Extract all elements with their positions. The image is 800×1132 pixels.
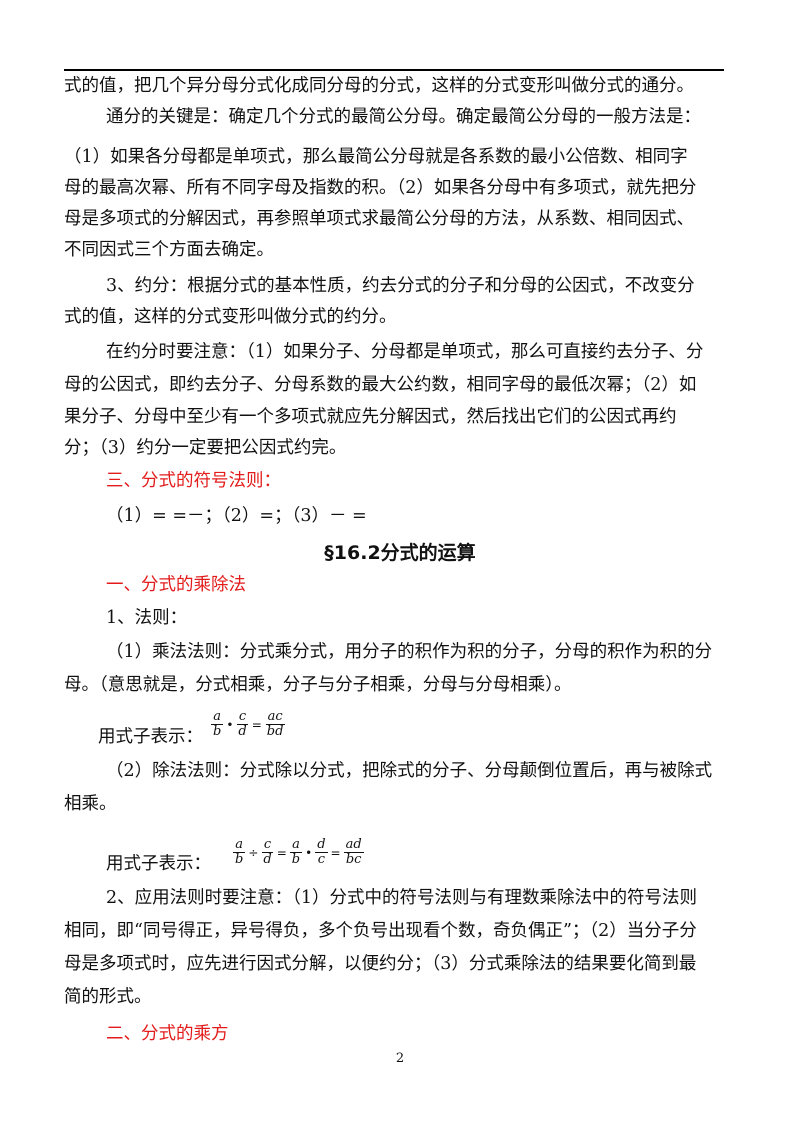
text-line: 在约分时要注意：（1）如果分子、分母都是单项式，那么可直接约去分子、分 (106, 342, 704, 362)
top-rule (64, 69, 724, 71)
text-line: 简的形式。 (64, 987, 152, 1007)
text-line: 2、应用法则时要注意：（1）分式中的符号法则与有理数乘除法中的符号法则 (106, 888, 698, 908)
equals-sign: = (276, 845, 287, 860)
text-line: 式的值，把几个异分母分式化成同分母的分式，这样的分式变形叫做分式的通分。 (64, 76, 694, 96)
text-line: 式的值，这样的分式变形叫做分式的约分。 (64, 307, 397, 327)
text-line: 母的公因式，即约去分子、分母系数的最大公约数，相同字母的最低次幂；（2）如 (64, 375, 697, 395)
subheading-multiply-divide: 一、分式的乘除法 (106, 575, 246, 595)
dot-operator: • (226, 717, 234, 732)
text-line: 母是多项式时，应先进行因式分解，以便约分；（3）分式乘除法的结果要化简到最 (64, 954, 697, 974)
formula-label: 用式子表示： (98, 727, 203, 747)
subheading-power: 二、分式的乘方 (106, 1024, 229, 1044)
text-line: 分；（3）约分一定要把公因式约完。 (64, 438, 347, 458)
text-line: 3、约分：根据分式的基本性质，约去分式的分子和分母的公因式，不改变分 (106, 276, 695, 296)
text-line: 果分子、分母中至少有一个多项式就应先分解因式，然后找出它们的公因式再约 (64, 407, 677, 427)
text-line: 相同，即“同号得正，异号得负，多个负号出现看个数，奇负偶正”；（2）当分子分 (64, 921, 697, 941)
section-title: §16.2分式的运算 (324, 542, 476, 564)
text-line: 相乘。 (64, 794, 117, 814)
text-line: 通分的关键是：确定几个分式的最简公分母。确定最简公分母的一般方法是： (106, 107, 701, 127)
page-number: 2 (395, 1051, 405, 1066)
equals-sign: = (251, 717, 262, 732)
text-line: 母是多项式的分解因式，再参照单项式求最简公分母的方法，从系数、相同因式、 (64, 209, 694, 229)
dot-operator: • (305, 845, 313, 860)
text-line: 母。（意思就是，分式相乘，分子与分子相乘，分母与分母相乘）。 (64, 675, 572, 695)
sign-rule-line: （1）= =－；（2）=；（3）－ = (106, 506, 367, 526)
text-line: （1）如果各分母都是单项式，那么最简公分母就是各系数的最小公倍数、相同字 (64, 147, 688, 167)
text-line: （2）除法法则：分式除以分式，把除式的分子、分母颠倒位置后，再与被除式 (106, 761, 713, 781)
formula-label: 用式子表示： (106, 854, 211, 874)
text-line: 1、法则： (106, 608, 188, 628)
divide-operator: ÷ (248, 845, 259, 860)
text-line: 不同因式三个方面去确定。 (64, 240, 274, 260)
text-line: 母的最高次幂、所有不同字母及指数的积。（2）如果各分母中有多项式，就先把分 (64, 178, 697, 198)
text-line: （1）乘法法则：分式乘分式，用分子的积作为积的分子，分母的积作为积的分 (106, 642, 713, 662)
section-heading-sign-rules: 三、分式的符号法则： (106, 471, 281, 491)
equals-sign: = (330, 845, 341, 860)
